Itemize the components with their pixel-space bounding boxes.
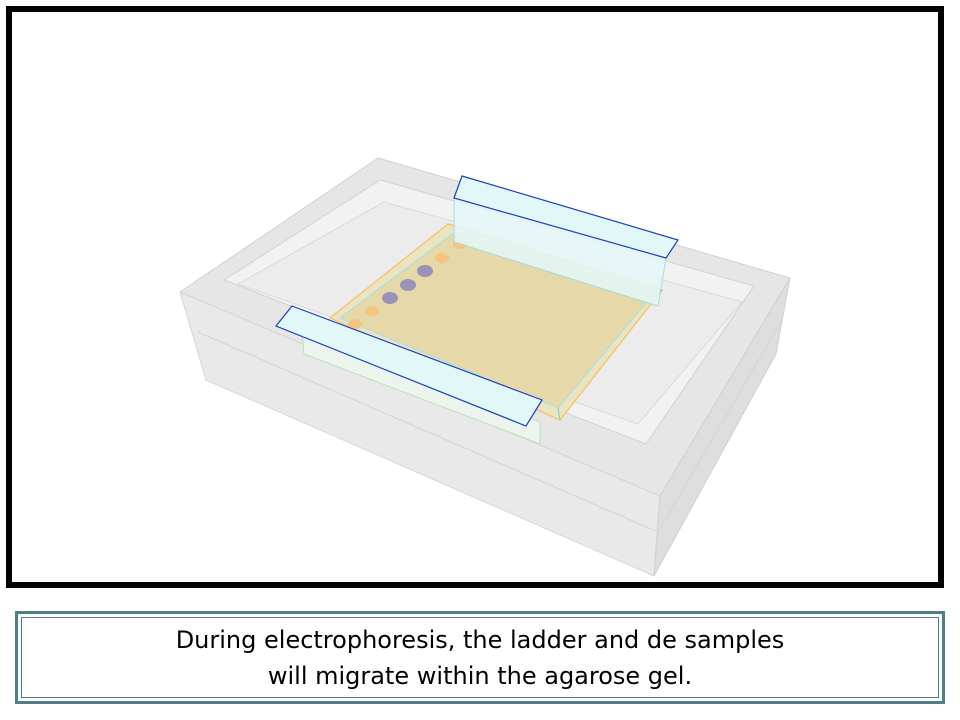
- sample-well: [382, 292, 398, 304]
- sample-well: [417, 265, 433, 277]
- ladder-well: [435, 253, 449, 263]
- front-comb: [275, 305, 543, 445]
- scene-frame: [6, 6, 944, 588]
- front-comb-top: [275, 305, 543, 427]
- back-comb-top: [453, 175, 679, 259]
- ladder-well: [365, 306, 379, 316]
- tank-edge-line: [197, 331, 659, 533]
- tank-edge-line: [657, 319, 783, 533]
- caption-box: During electrophoresis, the ladder and d…: [15, 611, 945, 704]
- gel-edge: [557, 407, 561, 421]
- sample-wells: [382, 265, 433, 304]
- electrophoresis-tank-diagram: [178, 157, 791, 577]
- tank-side-face: [653, 277, 791, 577]
- ladder-well: [348, 319, 362, 329]
- back-comb: [453, 175, 679, 307]
- caption-line-1: During electrophoresis, the ladder and d…: [175, 625, 785, 654]
- caption-inner: During electrophoresis, the ladder and d…: [21, 617, 939, 698]
- sample-well: [400, 279, 416, 291]
- caption-line-2: will migrate within the agarose gel.: [267, 661, 693, 690]
